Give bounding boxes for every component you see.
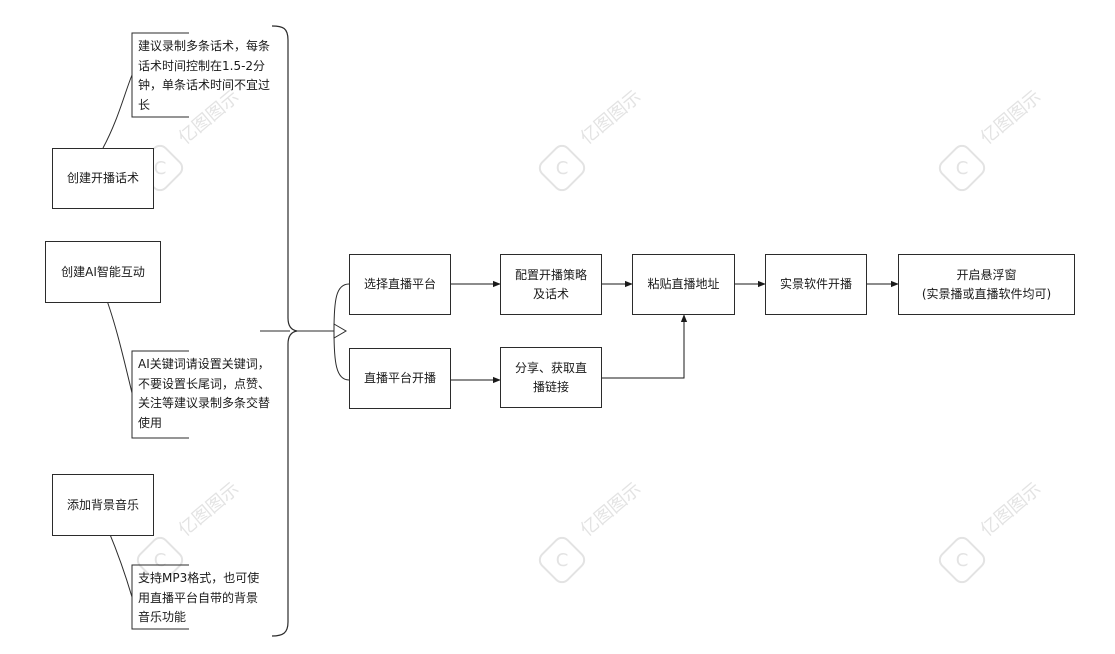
step-label: 开启悬浮窗 (实景播或直播软件均可) (921, 267, 1052, 301)
step-realscene-live[interactable]: 实景软件开播 (765, 254, 867, 315)
note-brackets (131, 32, 189, 630)
topic-create-opening-script[interactable]: 创建开播话术 (52, 148, 154, 209)
note-text: AI关键词请设置关键词，不要设置长尾词，点赞、关注等建议录制多条交替使用 (138, 357, 271, 430)
svg-text:C: C (556, 550, 569, 571)
step-floating-window[interactable]: 开启悬浮窗 (实景播或直播软件均可) (898, 254, 1075, 315)
branch-to-select-platform (333, 283, 350, 332)
svg-text:C: C (154, 550, 167, 571)
watermark-text: 亿图图示 (577, 86, 646, 148)
watermark-logo-icon: C (938, 144, 986, 192)
watermark-logo-icon: C (538, 536, 586, 584)
svg-text:C: C (956, 550, 969, 571)
step-label: 分享、获取直播链接 (514, 360, 587, 394)
note-ai-interaction: AI关键词请设置关键词，不要设置长尾词，点赞、关注等建议录制多条交替使用 (132, 351, 282, 438)
topic-add-background-music[interactable]: 添加背景音乐 (52, 474, 154, 536)
step-config-strategy[interactable]: 配置开播策略及话术 (500, 254, 602, 315)
hollow-triangle-icon (333, 323, 347, 339)
watermark-text: 亿图图示 (175, 478, 244, 540)
branch-to-platform-live (333, 330, 350, 381)
svg-text:C: C (556, 158, 569, 179)
note-text: 建议录制多条话术，每条话术时间控制在1.5-2分钟，单条话术时间不宜过长 (138, 39, 271, 112)
note-bracket-2 (131, 350, 189, 439)
brace-output (297, 283, 350, 381)
note-opening-script: 建议录制多条话术，每条话术时间控制在1.5-2分钟，单条话术时间不宜过长 (132, 33, 280, 117)
watermark-logo-icon: C (938, 536, 986, 584)
step-paste-address[interactable]: 粘贴直播地址 (632, 254, 735, 315)
step-label: 直播平台开播 (363, 371, 436, 385)
step-select-platform[interactable]: 选择直播平台 (349, 254, 451, 315)
connector-topic2-note2 (102, 289, 133, 394)
flow-arrows (451, 280, 899, 384)
step-label: 配置开播策略及话术 (514, 267, 587, 301)
step-label: 选择直播平台 (363, 277, 436, 291)
watermark-logo-icon: C (538, 144, 586, 192)
watermark-text: 亿图图示 (577, 478, 646, 540)
watermark-group: C 亿图图示 C 亿图图示 C 亿图图示 C 亿图图示 C 亿图图示 C 亿图图… (136, 86, 1046, 584)
topic-label: 创建开播话术 (66, 171, 139, 185)
svg-text:C: C (956, 158, 969, 179)
watermark-text: 亿图图示 (977, 86, 1046, 148)
svg-text:C: C (154, 158, 167, 179)
step-share-link[interactable]: 分享、获取直播链接 (500, 347, 602, 408)
note-background-music: 支持MP3格式，也可使用直播平台自带的背景音乐功能 (132, 565, 272, 629)
step-platform-live[interactable]: 直播平台开播 (349, 348, 451, 409)
watermark-logo-icon: C (136, 536, 184, 584)
connector-topic1-note1 (102, 74, 133, 149)
topic-label: 创建AI智能互动 (61, 264, 145, 279)
note-text: 支持MP3格式，也可使用直播平台自带的背景音乐功能 (138, 571, 260, 624)
watermark-text: 亿图图示 (977, 478, 1046, 540)
topic-create-ai-interaction[interactable]: 创建AI智能互动 (45, 241, 161, 303)
step-label: 实景软件开播 (779, 277, 852, 291)
topic-label: 添加背景音乐 (66, 497, 139, 512)
arrow-share-to-paste (602, 314, 688, 379)
step-label: 粘贴直播地址 (647, 277, 720, 291)
